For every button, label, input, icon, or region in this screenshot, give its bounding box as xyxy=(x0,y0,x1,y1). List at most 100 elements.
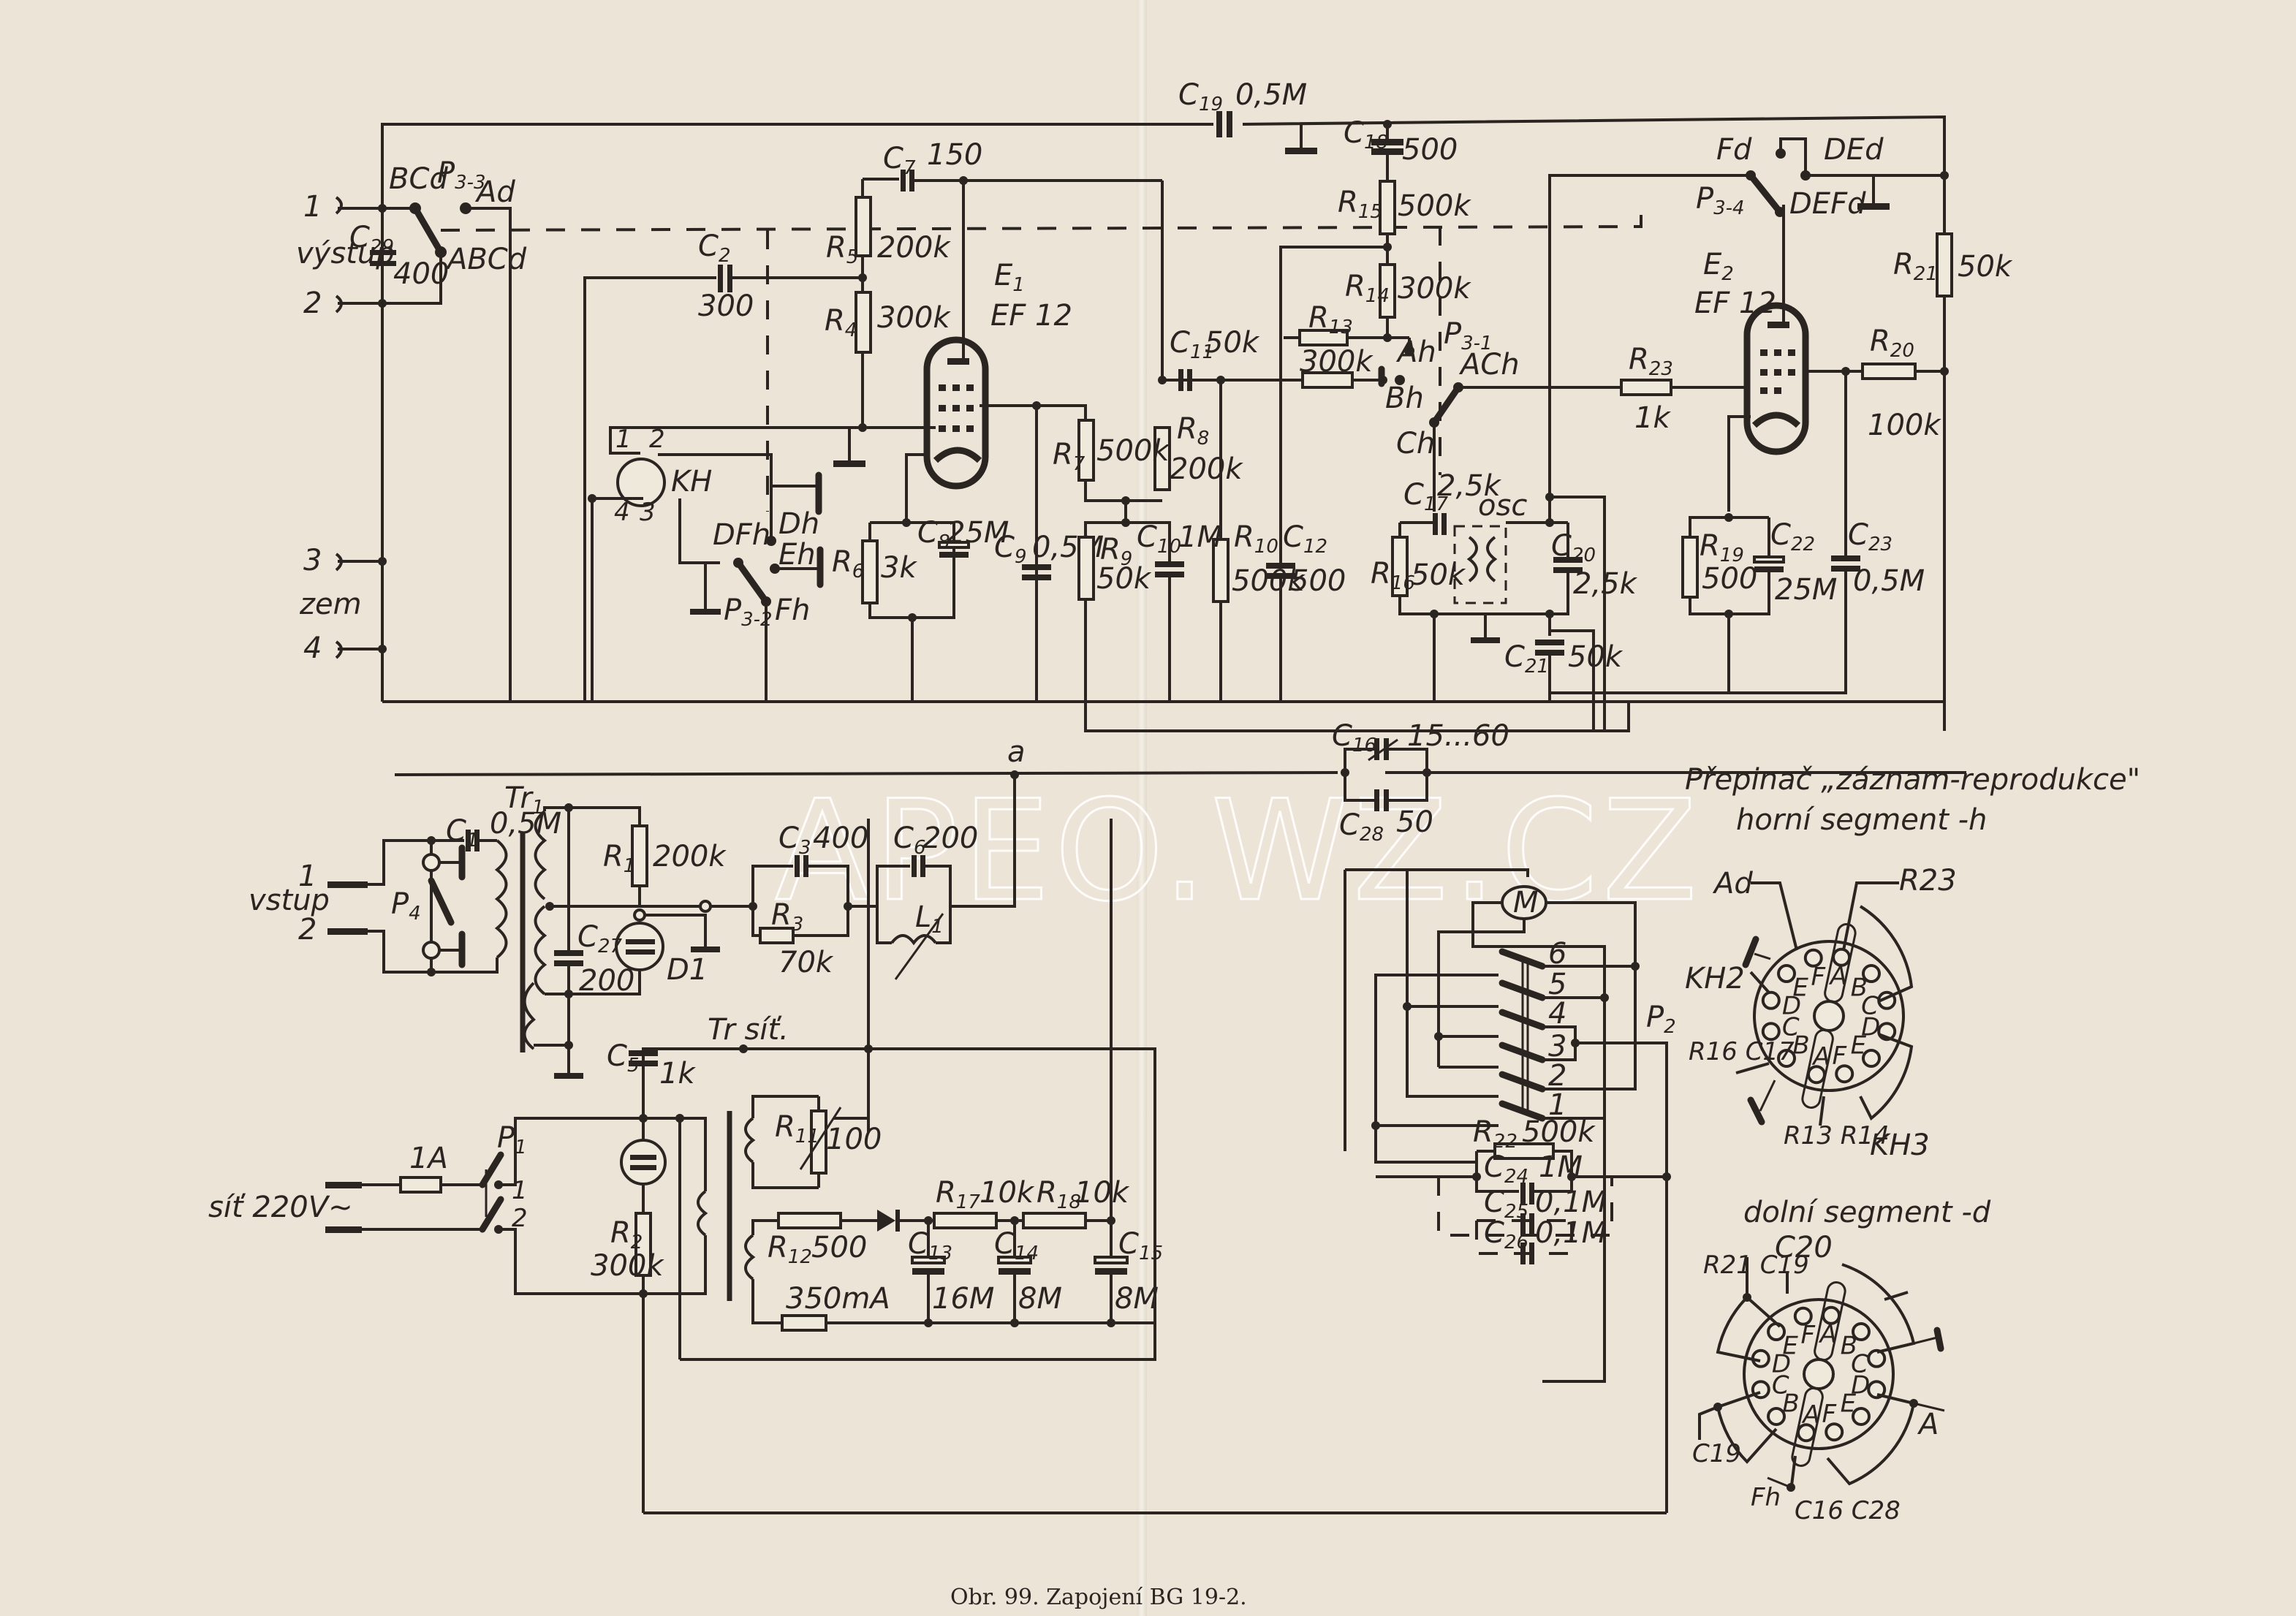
oscillator-label: osc xyxy=(1478,489,1527,523)
r14-value: 300k xyxy=(1398,272,1471,306)
c17-value: 2,5k xyxy=(1437,469,1502,503)
ground-pin-4: 4 xyxy=(303,631,322,665)
r5-ref: R5 xyxy=(826,231,858,268)
upper-conn-ad: Ad xyxy=(1712,867,1753,900)
r10-value: 500k xyxy=(1232,564,1306,598)
switch-contact-hole xyxy=(1867,1380,1887,1400)
bias-and-p3-1: C19 0,5M C18 500 R15 500k R14 300k R13 3… xyxy=(1178,78,1747,512)
r19-ref: R19 xyxy=(1700,529,1744,566)
r12-value: 500 xyxy=(811,1231,867,1264)
lower-conn-c20: C20 xyxy=(1775,1231,1833,1264)
c21-value: 50k xyxy=(1568,640,1624,674)
switch-contact-letter: F xyxy=(1811,963,1826,992)
motor-section: M 6 5 4 xyxy=(1344,868,1676,1383)
c18-value: 500 xyxy=(1402,133,1458,167)
c19-value: 0,5M xyxy=(1235,78,1307,112)
c12-ref: C12 xyxy=(1283,520,1327,558)
c27-ref: C27 xyxy=(577,920,622,957)
c13-ref: C13 xyxy=(908,1227,952,1264)
p1-pin-1: 1 xyxy=(512,1176,528,1205)
r20-value: 100k xyxy=(1868,409,1941,442)
switch-p3-4-label: P3-4 xyxy=(1696,182,1745,219)
switch-contact-hole xyxy=(1777,964,1797,984)
switch-contact-hole xyxy=(1803,948,1823,968)
p2-position-4: 4 xyxy=(1548,997,1566,1031)
r1-value: 200k xyxy=(653,840,727,873)
ground-label: zem xyxy=(299,588,362,621)
c19-ref: C19 xyxy=(1178,78,1223,115)
r6-ref: R6 xyxy=(832,545,864,583)
switch-contact-hole xyxy=(1835,1064,1854,1084)
switch-contact-ded: DEd xyxy=(1824,133,1884,167)
r13-value: 300k xyxy=(1300,345,1374,379)
e1-type: EF 12 xyxy=(990,299,1072,333)
r21-value: 50k xyxy=(1958,250,2013,284)
switch-contact-letter: B xyxy=(1792,1031,1809,1061)
output-pin-2: 2 xyxy=(303,287,322,320)
p2-position-3: 3 xyxy=(1548,1030,1566,1063)
tube-e2: E2 EF 12 xyxy=(1694,205,1809,455)
c22-ref: C22 xyxy=(1770,518,1815,555)
r9-value: 50k xyxy=(1096,562,1152,596)
r16-value: 50k xyxy=(1411,558,1466,592)
c8-ref: C8 xyxy=(917,516,950,553)
input-label: vstup xyxy=(249,884,330,917)
mains-label: síť 220V~ xyxy=(208,1191,353,1224)
lower-segment-title: dolní segment -d xyxy=(1743,1196,1991,1229)
r13-ref: R13 xyxy=(1308,301,1353,338)
c5-ref: C5 xyxy=(607,1039,639,1077)
switch-contact-letter: A xyxy=(1801,1400,1819,1430)
c10-value: 1M xyxy=(1178,520,1222,554)
switch-contact-fd: Fd xyxy=(1716,133,1752,167)
c11-value: 50k xyxy=(1205,326,1260,360)
r21-ref: R21 xyxy=(1893,248,1938,285)
switch-contact-letter: F xyxy=(1801,1321,1816,1350)
head-pin-4: 4 xyxy=(614,498,630,527)
head-label: KH xyxy=(671,465,712,498)
switch-contact-letter: B xyxy=(1851,973,1868,1002)
switch-contact-letter: C xyxy=(1861,992,1879,1021)
c23-ref: C23 xyxy=(1848,518,1893,555)
r22-ref: R22 xyxy=(1473,1115,1518,1153)
switch-contact-letter: F xyxy=(1832,1042,1846,1071)
head-pin-2: 2 xyxy=(649,425,665,454)
c25-value: 0,1M xyxy=(1535,1186,1607,1219)
c24-value: 1M xyxy=(1539,1150,1583,1184)
c14-value: 8M xyxy=(1018,1282,1062,1316)
upper-conn-kh3: KH3 xyxy=(1870,1128,1930,1162)
node-a-label: a xyxy=(1007,735,1026,769)
switch-contact-hole xyxy=(1822,1305,1841,1325)
c2-value: 300 xyxy=(698,289,754,323)
switch-contact-ach: ACh xyxy=(1458,348,1520,382)
switch-contact-letter: C xyxy=(1772,1370,1789,1400)
r17-value: 10k xyxy=(980,1176,1035,1210)
switch-contact-hole xyxy=(1861,964,1881,984)
switch-contact-hole xyxy=(1777,1048,1797,1068)
r8-ref: R8 xyxy=(1177,412,1209,449)
r22-value: 500k xyxy=(1522,1115,1596,1149)
lower-conn-r21-c19: R21 C19 xyxy=(1703,1251,1809,1280)
switch-contact-fh: Fh xyxy=(775,593,810,627)
c28-value: 50 xyxy=(1396,805,1433,839)
c2-ref: C2 xyxy=(698,229,730,267)
lower-conn-fh: Fh xyxy=(1751,1483,1781,1512)
p1-pin-2: 2 xyxy=(512,1204,528,1233)
node-a-line: a C16 15...60 C28 50 xyxy=(394,719,1966,846)
switch-contact-letter: D xyxy=(1782,992,1801,1021)
r23-ref: R23 xyxy=(1629,343,1673,380)
c26-value: 0,1M xyxy=(1535,1216,1607,1250)
figure-caption: Obr. 99. Zapojení BG 19-2. xyxy=(950,1585,1247,1610)
tr1-ref: Tr1 xyxy=(504,781,544,819)
switch-contact-hole xyxy=(1761,1022,1781,1042)
switch-contact-letter: A xyxy=(1829,962,1847,991)
head-pin-3: 3 xyxy=(640,498,656,527)
r20-ref: R20 xyxy=(1870,325,1914,362)
c21-ref: C21 xyxy=(1504,640,1549,678)
switch-contact-hole xyxy=(1851,1322,1871,1342)
e1-input-network: C2 300 R5 200k R4 300k C7 150 xyxy=(583,138,1164,702)
c16-ref: C16 xyxy=(1332,719,1376,756)
switch-contact-letter: D xyxy=(1851,1370,1870,1400)
switch-contact-hole xyxy=(1851,1406,1871,1426)
